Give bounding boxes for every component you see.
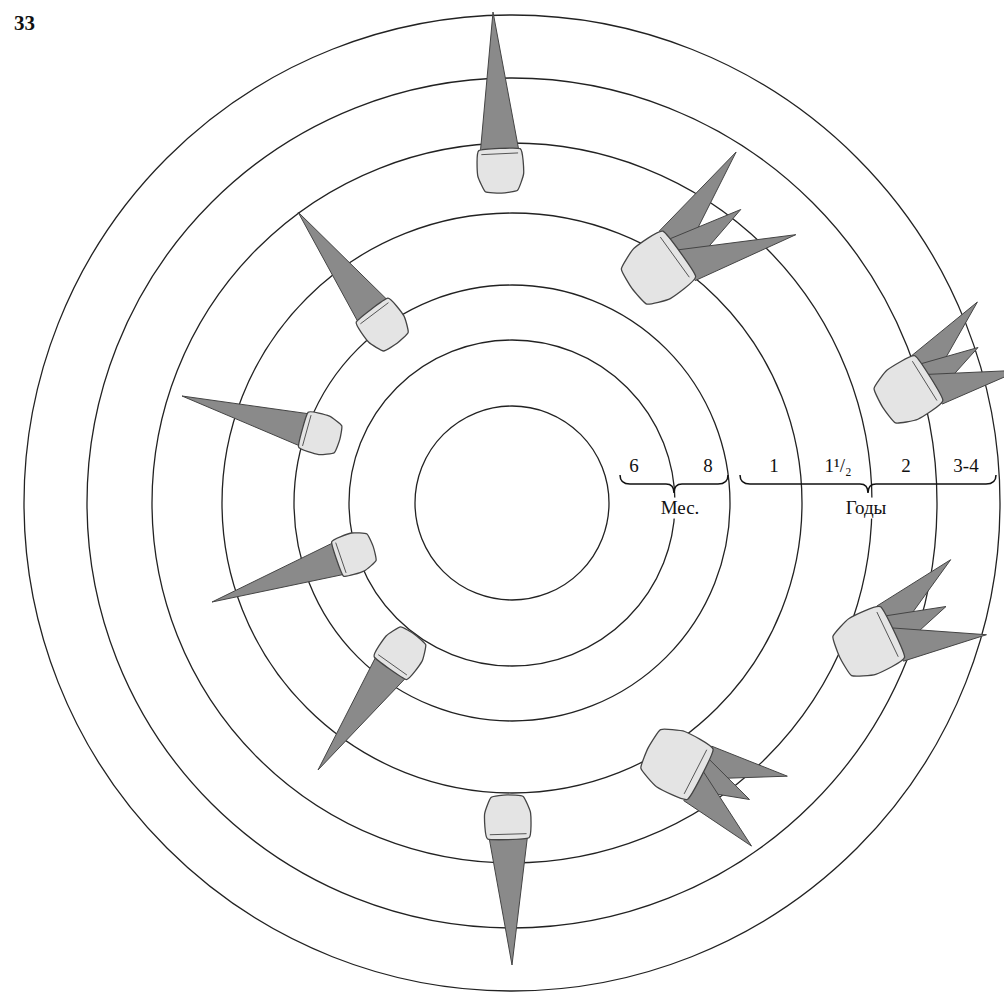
braces xyxy=(620,475,996,493)
tooth-root xyxy=(318,656,406,770)
tooth xyxy=(874,302,1004,423)
tooth-crown xyxy=(332,533,377,577)
figure-number: 33 xyxy=(12,12,37,35)
tooth xyxy=(477,12,524,193)
bracket xyxy=(740,475,996,493)
month-value: 8 xyxy=(701,456,715,477)
tooth xyxy=(318,627,426,770)
year-value: 1¹/₂ xyxy=(822,456,853,477)
tooth-neck-line xyxy=(660,237,689,277)
tooth-crown xyxy=(374,627,426,680)
tooth xyxy=(833,560,987,676)
tooth-neck-line xyxy=(378,655,407,675)
tooth-crown xyxy=(477,148,524,193)
tooth-root xyxy=(182,396,310,446)
age-ring xyxy=(87,78,937,928)
tooth-neck-line xyxy=(303,415,312,446)
tooth xyxy=(212,533,376,602)
tooth-neck-line xyxy=(481,153,518,155)
age-ring xyxy=(294,285,730,721)
tooth-crown xyxy=(641,729,713,799)
tooth xyxy=(485,795,531,965)
age-ring xyxy=(415,406,609,600)
tooth-neck-line xyxy=(336,543,346,573)
year-value: 3-4 xyxy=(951,456,980,477)
tooth-neck-line xyxy=(490,834,527,835)
age-rings xyxy=(24,15,1000,991)
year-value: 1 xyxy=(767,456,781,477)
tooth-crown xyxy=(485,795,531,840)
tooth-crown xyxy=(298,412,341,455)
age-ring xyxy=(349,340,675,666)
tooth xyxy=(182,396,342,455)
tooth-crown xyxy=(874,356,943,423)
tooth-root xyxy=(480,12,519,153)
age-ring xyxy=(222,213,802,793)
tooth-crown xyxy=(833,606,905,676)
tooth-neck-line xyxy=(360,303,388,324)
unit-label: Годы xyxy=(844,498,889,519)
year-value: 2 xyxy=(899,456,913,477)
tooth xyxy=(641,729,787,846)
bracket xyxy=(620,475,728,493)
tooth-crown xyxy=(621,231,695,304)
unit-label: Мес. xyxy=(659,498,702,519)
tooth-root xyxy=(212,542,345,602)
month-value: 6 xyxy=(627,456,641,477)
age-ring xyxy=(24,15,1000,991)
tooth-neck-line xyxy=(684,750,707,794)
teeth xyxy=(182,12,1004,965)
age-ring xyxy=(152,143,872,863)
tooth-neck-line xyxy=(912,361,937,400)
tooth-root xyxy=(489,836,528,965)
tooth xyxy=(298,212,408,351)
tooth-neck-line xyxy=(877,612,898,657)
tooth-crown xyxy=(356,298,408,351)
tooth xyxy=(621,152,795,304)
